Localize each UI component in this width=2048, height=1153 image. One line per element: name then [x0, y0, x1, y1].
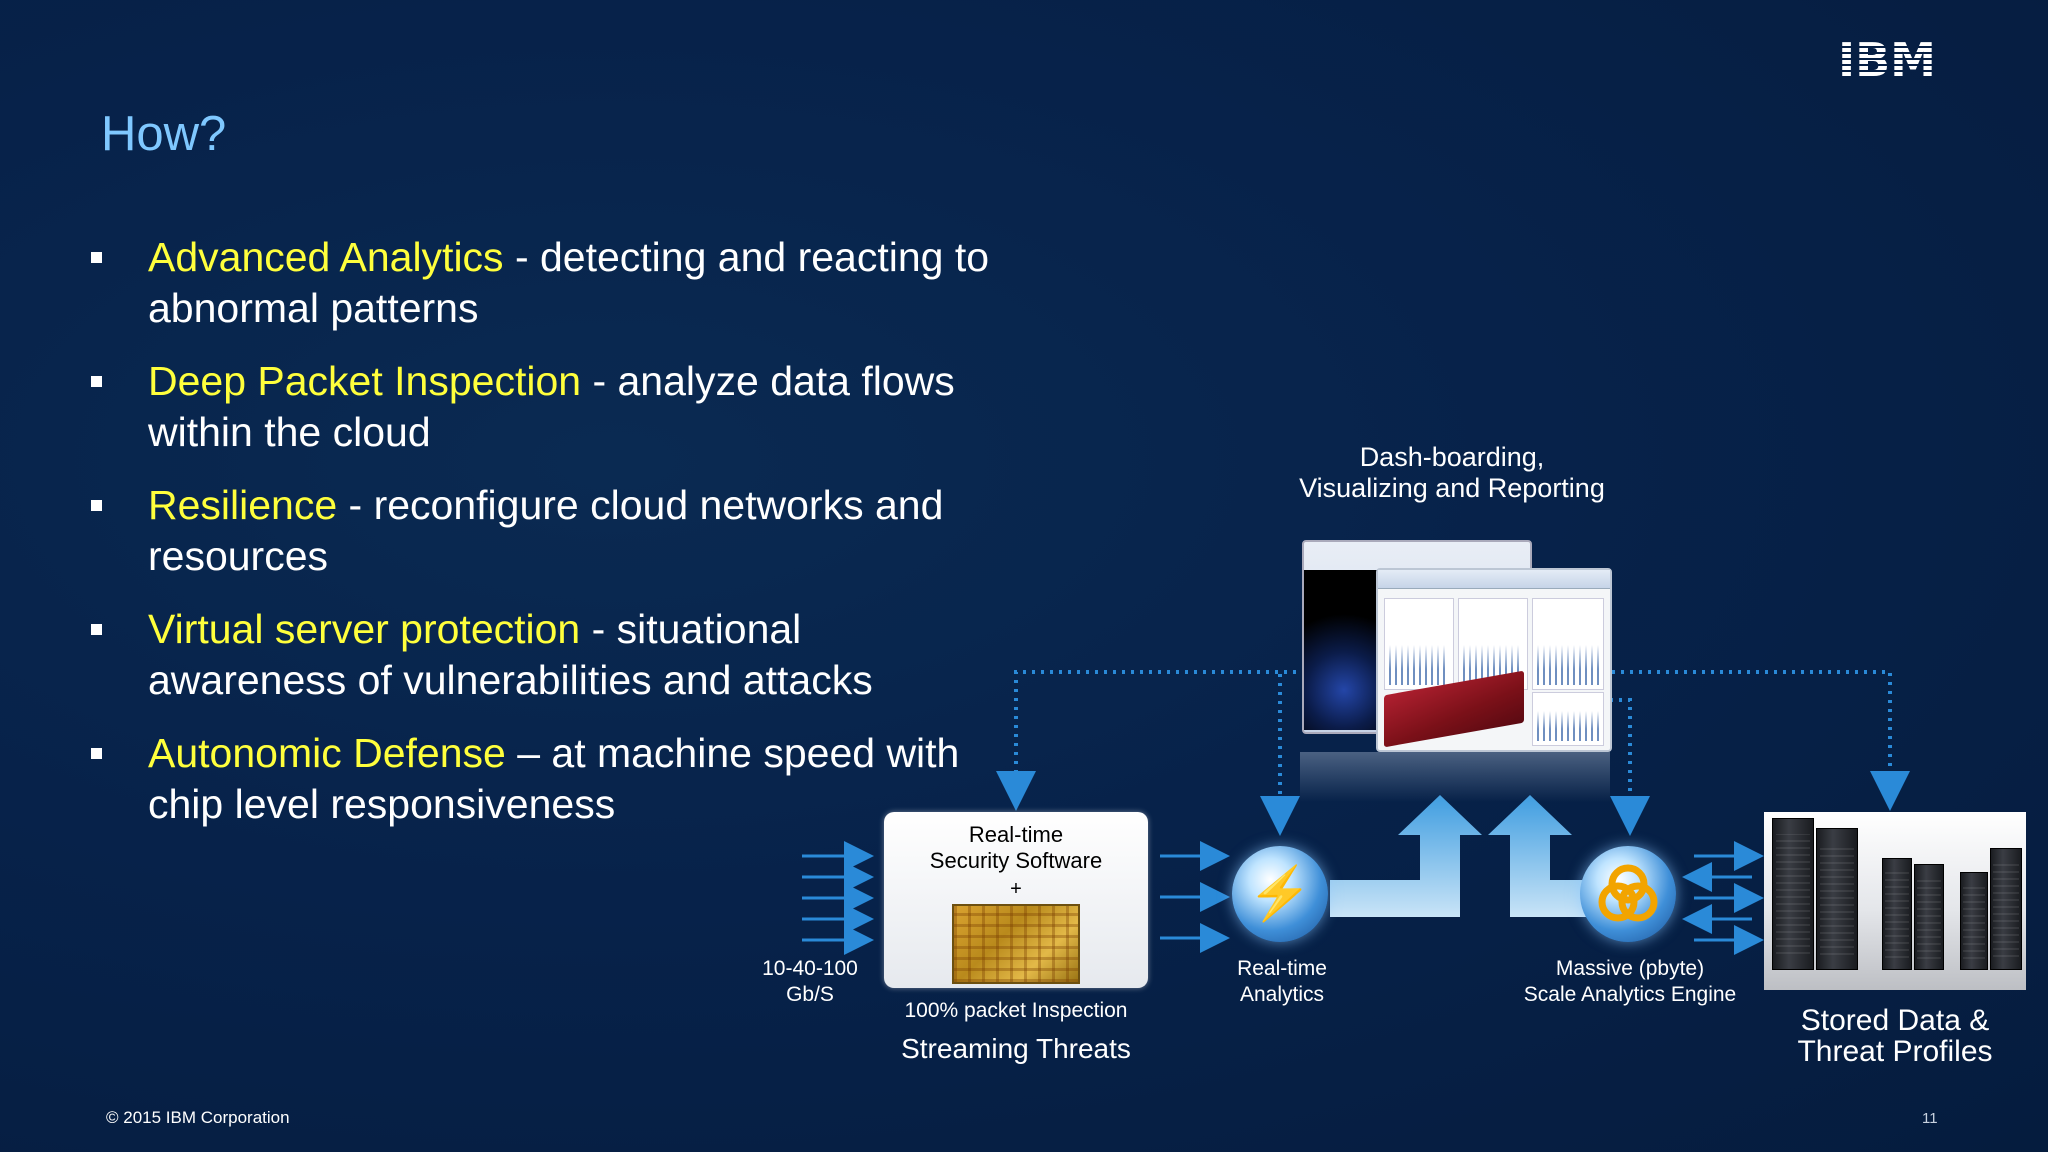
bullet-text: - reconfigure cloud networks and resourc… [148, 482, 944, 579]
stored-line2: Threat Profiles [1797, 1035, 1993, 1068]
bullet-text: – at machine speed with chip level respo… [148, 730, 960, 827]
bullet-marker [91, 500, 102, 511]
ibm-logo-text: IBM [1838, 36, 1936, 82]
rt-analytics-label: Real-time Analytics [1202, 956, 1362, 1008]
bullet-list: Advanced Analytics - detecting and react… [88, 232, 1008, 852]
streaming-threats-label: Streaming Threats [901, 1033, 1131, 1064]
input-arrows [802, 841, 874, 955]
bullet-text: - analyze data flows within the cloud [148, 358, 955, 455]
big-up-arrow-left [1330, 795, 1482, 917]
bullet-highlight: Advanced Analytics [148, 234, 504, 280]
box-line1: Real-time [968, 822, 1064, 847]
bullet-item: Virtual server protection - situational … [88, 604, 1008, 706]
dotted-connector [1612, 670, 1910, 811]
dotted-connector [1260, 670, 1300, 836]
trefoil-knot-icon [1598, 864, 1658, 922]
bidirectional-arrows [1682, 841, 1764, 955]
bullet-marker [91, 252, 102, 263]
dashboard-label-line1: Dash-boarding, [1359, 442, 1545, 472]
dashboard-label-line2: Visualizing and Reporting [1299, 473, 1605, 503]
dotted-connector [1610, 698, 1650, 836]
lightning-icon: ⚡ [1247, 865, 1313, 923]
box-line2: Security Software [929, 848, 1103, 873]
ibm-logo: IBM [1838, 33, 1948, 87]
page-title: How? [101, 107, 227, 161]
copyright-text: © 2015 IBM Corporation [106, 1108, 290, 1127]
massive-line2: Scale Analytics Engine [1523, 983, 1737, 1006]
dotted-connector [996, 670, 1296, 811]
massive-line1: Massive (pbyte) [1555, 957, 1705, 980]
knot-globe-icon [1580, 846, 1676, 942]
throughput-line1: 10-40-100 [762, 957, 858, 980]
massive-analytics-label: Massive (pbyte) Scale Analytics Engine [1500, 956, 1760, 1008]
bullet-item: Deep Packet Inspection - analyze data fl… [88, 356, 1008, 458]
stored-data-label: Stored Data & Threat Profiles [1765, 1005, 2025, 1067]
dashboard-label: Dash-boarding, Visualizing and Reporting [1252, 442, 1652, 504]
bullet-item: Advanced Analytics - detecting and react… [88, 232, 1008, 334]
page-number: 11 [1922, 1110, 1938, 1127]
rt-analytics-line1: Real-time [1237, 957, 1327, 980]
big-up-arrow-right [1488, 795, 1590, 917]
chip-image [952, 904, 1080, 984]
throughput-label: 10-40-100 Gb/S [740, 956, 880, 1008]
output-arrows [1160, 841, 1230, 953]
bullet-marker [91, 748, 102, 759]
datacenter-image [1764, 812, 2026, 990]
throughput-line2: Gb/S [786, 983, 834, 1006]
bullet-marker [91, 624, 102, 635]
screen-reflection [1300, 752, 1610, 802]
stored-line1: Stored Data & [1800, 1004, 1990, 1037]
bullet-item: Autonomic Defense – at machine speed wit… [88, 728, 1008, 830]
bullet-highlight: Autonomic Defense [148, 730, 506, 776]
bullet-text: - situational awareness of vulnerabiliti… [148, 606, 873, 703]
packet-inspection-label: 100% packet Inspection [904, 999, 1128, 1022]
dashboard-screens-image [1300, 538, 1612, 753]
lightning-globe-icon: ⚡ [1232, 846, 1328, 942]
bullet-highlight: Resilience [148, 482, 338, 528]
bullet-marker [91, 376, 102, 387]
box-plus: + [1010, 878, 1022, 900]
rt-analytics-line2: Analytics [1239, 983, 1325, 1006]
bullet-text: - detecting and reacting to abnormal pat… [148, 234, 990, 331]
bullet-item: Resilience - reconfigure cloud networks … [88, 480, 1008, 582]
bullet-highlight: Virtual server protection [148, 606, 581, 652]
security-software-box: Real-time Security Software + [884, 812, 1148, 988]
bullet-highlight: Deep Packet Inspection [148, 358, 582, 404]
